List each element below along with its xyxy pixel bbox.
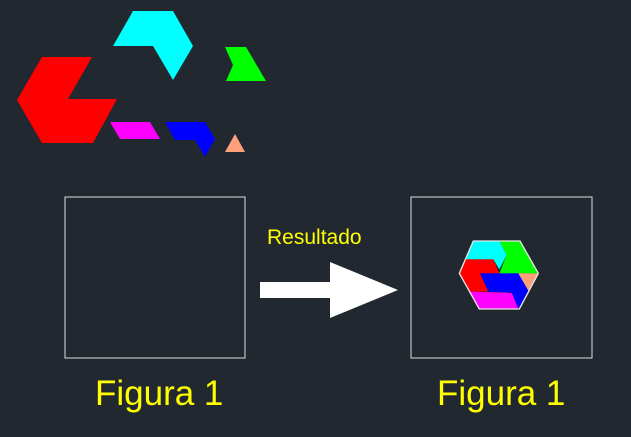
magenta-piece[interactable] — [110, 122, 160, 139]
cyan-piece[interactable] — [113, 11, 193, 80]
right-caption: Figura 1 — [437, 374, 565, 413]
red-piece[interactable] — [17, 57, 117, 143]
empty-figure-box — [64, 196, 246, 359]
hex-red — [459, 259, 500, 292]
assembled-hexagon — [458, 240, 540, 310]
salmon-piece[interactable] — [225, 134, 245, 152]
loose-pieces — [17, 11, 266, 157]
result-figure-box — [410, 196, 593, 359]
hex-magenta — [469, 291, 519, 309]
hex-green — [499, 240, 539, 274]
arrow-right-icon — [260, 262, 398, 318]
blue-piece[interactable] — [165, 122, 215, 157]
hex-salmon — [518, 273, 539, 291]
green-piece[interactable] — [225, 47, 266, 81]
arrow-label: Resultado — [267, 226, 362, 249]
hex-blue — [479, 273, 529, 309]
hex-outline — [458, 240, 540, 310]
hex-cyan — [465, 240, 507, 270]
left-caption: Figura 1 — [95, 374, 223, 413]
